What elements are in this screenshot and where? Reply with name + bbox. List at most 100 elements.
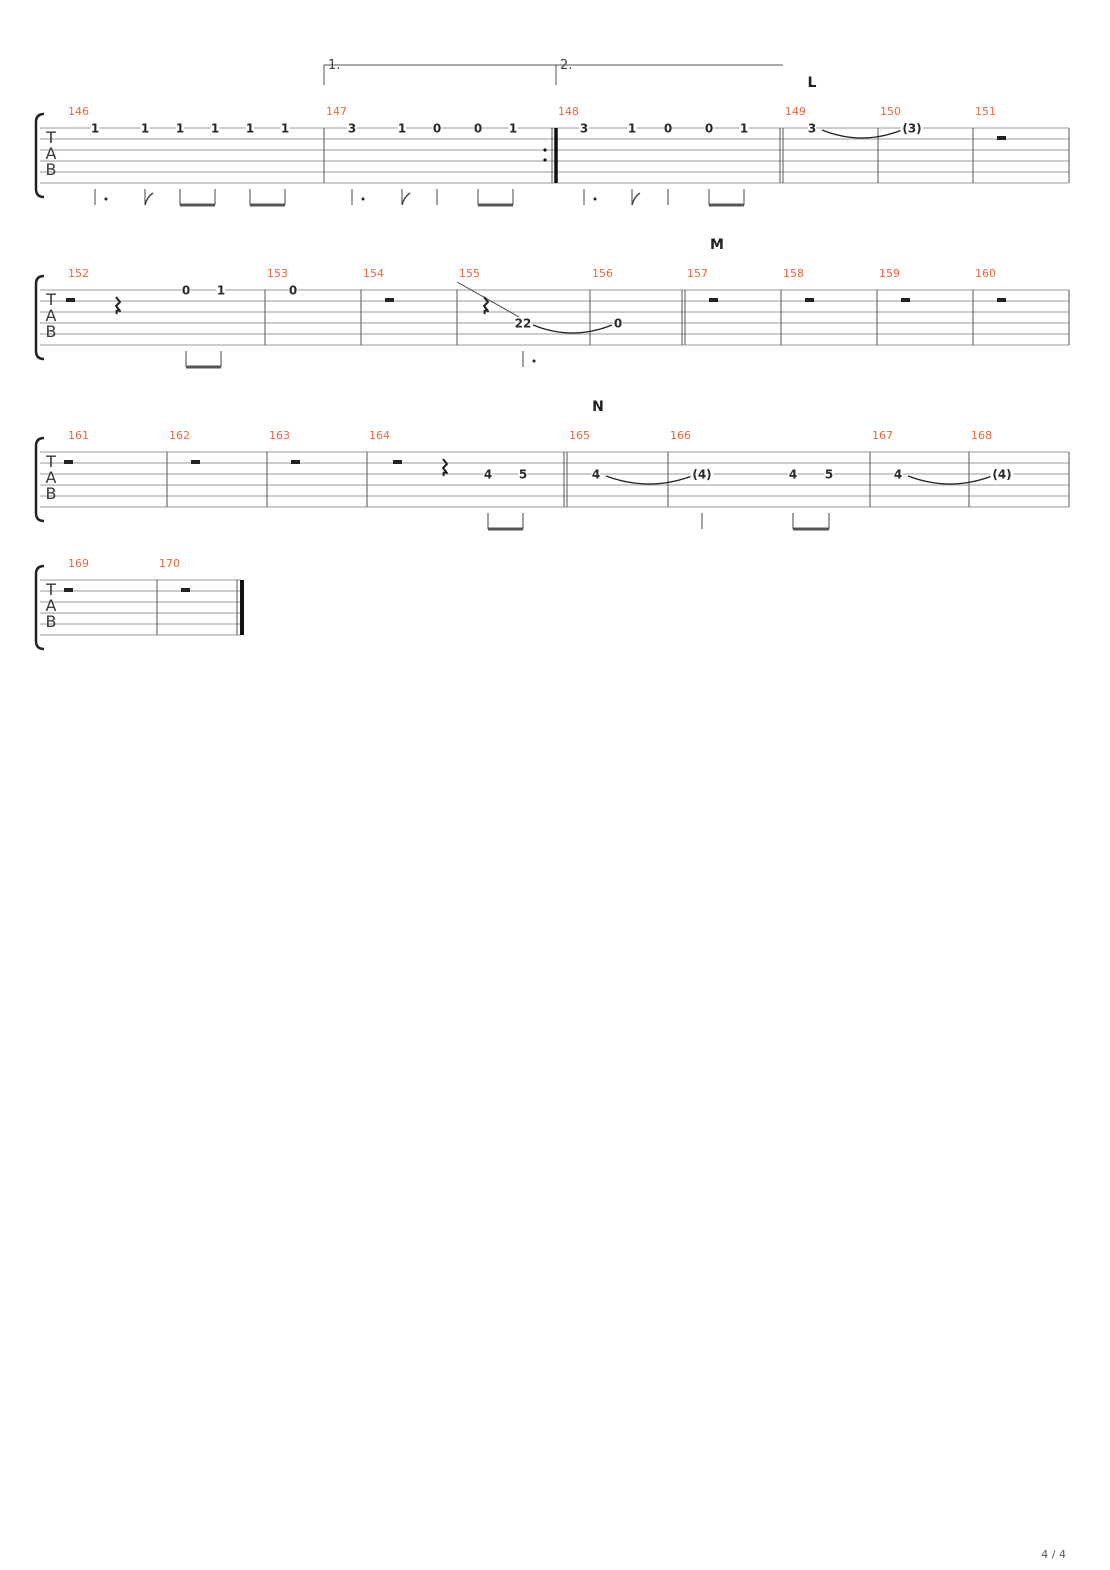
- tab-clef-letter: B: [46, 612, 57, 631]
- section-marker: N: [592, 399, 604, 415]
- measure-number: 170: [159, 557, 180, 570]
- fret-mask: [90, 122, 100, 134]
- half-rest: [709, 298, 718, 302]
- tie-arc: [532, 324, 613, 334]
- rhythm-dot: [104, 197, 108, 201]
- fret-number: 0: [474, 122, 482, 136]
- tie-arc: [907, 475, 993, 485]
- fret-number: 0: [433, 122, 441, 136]
- repeat-dot: [543, 148, 547, 152]
- half-rest: [997, 298, 1006, 302]
- fret-mask: [210, 122, 220, 134]
- half-rest: [181, 588, 190, 592]
- fret-number: 3: [348, 122, 356, 136]
- measure-number: 167: [872, 429, 893, 442]
- fret-number: 3: [808, 122, 816, 136]
- fret-mask: [990, 468, 1014, 480]
- measure-number: 157: [687, 267, 708, 280]
- tab-clef-letter: T: [45, 128, 56, 147]
- measure-number: 162: [169, 429, 190, 442]
- fret-number: (4): [992, 468, 1011, 482]
- tab-clef-letter: B: [46, 160, 57, 179]
- fret-mask: [704, 122, 714, 134]
- fret-mask: [483, 468, 493, 480]
- fret-mask: [900, 122, 924, 134]
- fret-number: 5: [519, 468, 527, 482]
- page-number: 4 / 4: [1041, 1548, 1066, 1561]
- rhythm-dot: [593, 197, 597, 201]
- fret-number: 1: [281, 122, 289, 136]
- fret-mask: [397, 122, 407, 134]
- tab-clef-letter: A: [46, 144, 57, 163]
- fret-number: 1: [246, 122, 254, 136]
- volta-bracket: [323, 64, 556, 85]
- fret-mask: [591, 468, 601, 480]
- measure-number: 166: [670, 429, 691, 442]
- fret-mask: [140, 122, 150, 134]
- fret-mask: [663, 122, 673, 134]
- measure-number: 161: [68, 429, 89, 442]
- fret-mask: [807, 122, 817, 134]
- fret-number: 22: [515, 317, 532, 331]
- section-marker: M: [710, 237, 724, 253]
- measure-number: 159: [879, 267, 900, 280]
- measure-number: 146: [68, 105, 89, 118]
- tab-clef-letter: T: [45, 452, 56, 471]
- fret-number: 4: [484, 468, 492, 482]
- measure-number: 147: [326, 105, 347, 118]
- half-rest: [997, 136, 1006, 140]
- volta-label: 2.: [560, 58, 572, 73]
- note-flag: [401, 192, 411, 206]
- tab-clef-letter: A: [46, 468, 57, 487]
- half-rest: [64, 460, 73, 464]
- fret-mask: [824, 468, 834, 480]
- fret-number: (4): [692, 468, 711, 482]
- half-rest: [291, 460, 300, 464]
- slide-line: [456, 281, 520, 318]
- tab-clef-letter: T: [45, 290, 56, 309]
- measure-number: 148: [558, 105, 579, 118]
- system-bracket: [34, 112, 45, 199]
- half-rest: [385, 298, 394, 302]
- fret-mask: [432, 122, 442, 134]
- tab-clef-letter: A: [46, 306, 57, 325]
- fret-mask: [788, 468, 798, 480]
- fret-mask: [893, 468, 903, 480]
- fret-mask: [627, 122, 637, 134]
- fret-number: 1: [176, 122, 184, 136]
- fret-number: 1: [211, 122, 219, 136]
- volta-bracket: [555, 64, 783, 85]
- measure-number: 158: [783, 267, 804, 280]
- note-flag: [631, 192, 641, 206]
- system-bracket: [34, 436, 45, 523]
- system-bracket: [34, 274, 45, 361]
- tab-clef-letter: B: [46, 322, 57, 341]
- quarter-rest: [442, 458, 448, 477]
- note-flag: [144, 192, 154, 206]
- fret-number: 4: [789, 468, 797, 482]
- fret-number: 3: [580, 122, 588, 136]
- measure-number: 168: [971, 429, 992, 442]
- fret-number: 1: [91, 122, 99, 136]
- fret-number: 0: [664, 122, 672, 136]
- fret-number: 1: [628, 122, 636, 136]
- fret-mask: [515, 317, 531, 329]
- half-rest: [901, 298, 910, 302]
- fret-number: 0: [182, 284, 190, 298]
- fret-number: 0: [614, 317, 622, 331]
- measure-number: 164: [369, 429, 390, 442]
- measure-number: 163: [269, 429, 290, 442]
- half-rest: [66, 298, 75, 302]
- fret-mask: [216, 284, 226, 296]
- rhythm-dot: [532, 359, 536, 363]
- measure-number: 151: [975, 105, 996, 118]
- measure-number: 156: [592, 267, 613, 280]
- fret-mask: [280, 122, 290, 134]
- half-rest: [393, 460, 402, 464]
- fret-number: 1: [217, 284, 225, 298]
- fret-number: 4: [894, 468, 902, 482]
